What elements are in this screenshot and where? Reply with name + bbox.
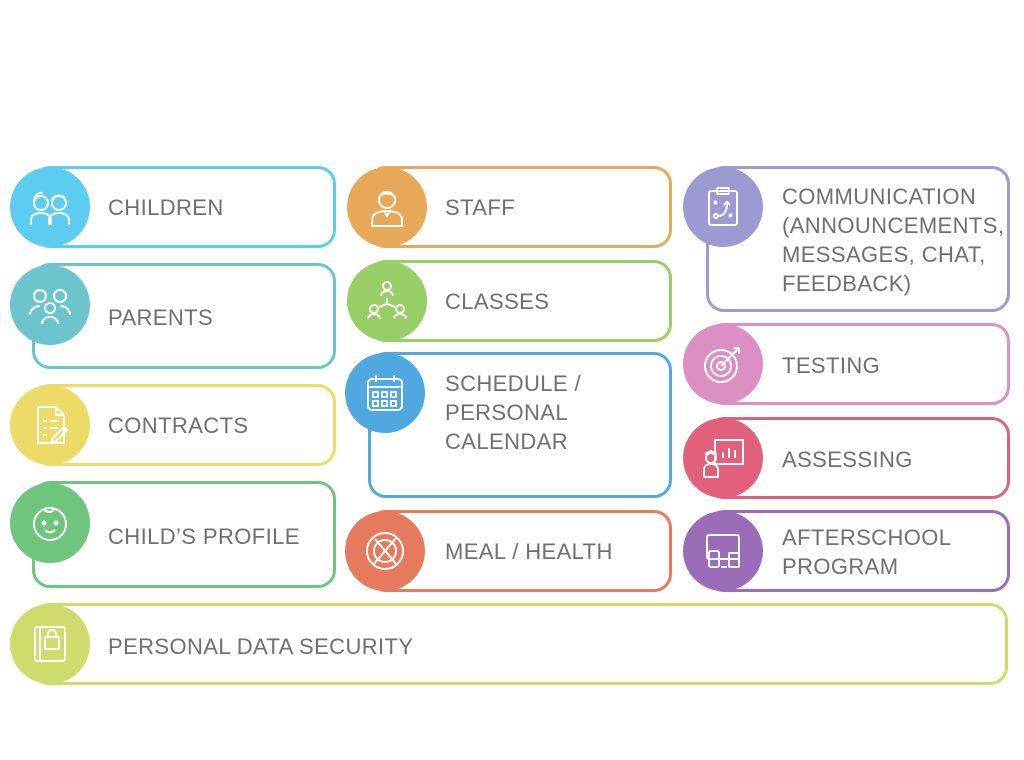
baby-face-icon xyxy=(33,507,67,541)
module-label-contracts: CONTRACTS xyxy=(108,413,249,438)
module-label-parents: PARENTS xyxy=(108,305,214,330)
plate-cutlery-icon xyxy=(366,532,404,570)
module-label-child-profile: CHILD’S PROFILE xyxy=(108,524,300,549)
module-label-meal: MEAL / HEALTH xyxy=(445,539,613,564)
module-label-afterschool: AFTERSCHOOL PROGRAM xyxy=(782,525,952,579)
parents-icon xyxy=(29,289,71,325)
module-card-security[interactable] xyxy=(32,603,1008,685)
module-icon-afterschool xyxy=(683,511,763,591)
target-arrow-icon xyxy=(704,347,740,383)
staff-person-icon xyxy=(371,191,403,227)
module-icon-children xyxy=(10,167,90,247)
module-icon-testing xyxy=(683,324,763,404)
module-card-testing[interactable] xyxy=(706,323,1010,405)
module-icon-security xyxy=(10,604,90,684)
module-label-children: CHILDREN xyxy=(108,195,224,220)
module-icon-assessing xyxy=(683,418,763,498)
module-icon-classes xyxy=(347,261,427,341)
module-label-assessing: ASSESSING xyxy=(782,447,913,472)
teacher-board-icon xyxy=(703,439,744,478)
module-card-contracts[interactable] xyxy=(32,384,336,466)
module-icon-schedule xyxy=(345,353,425,433)
module-label-classes: CLASSES xyxy=(445,289,550,314)
calendar-icon xyxy=(367,375,403,411)
module-label-staff: STAFF xyxy=(445,195,516,220)
module-icon-child-profile xyxy=(10,483,90,563)
module-label-communication: COMMUNICATION (ANNOUNCEMENTS, MESSAGES, … xyxy=(782,184,1005,296)
children-icon xyxy=(30,191,70,225)
module-icon-parents xyxy=(10,265,90,345)
module-label-security: PERSONAL DATA SECURITY xyxy=(108,634,414,659)
devices-icon xyxy=(706,534,740,568)
module-label-testing: TESTING xyxy=(782,353,881,378)
clipboard-strategy-icon xyxy=(708,187,738,226)
module-icon-contracts xyxy=(10,385,90,465)
module-icon-communication xyxy=(683,167,763,247)
module-label-schedule: SCHEDULE / PERSONAL CALENDAR xyxy=(445,371,582,454)
group-network-icon xyxy=(367,281,407,320)
contract-document-icon xyxy=(37,406,69,444)
module-icon-staff xyxy=(347,167,427,247)
secure-book-icon xyxy=(34,626,66,662)
module-icon-meal xyxy=(345,511,425,591)
